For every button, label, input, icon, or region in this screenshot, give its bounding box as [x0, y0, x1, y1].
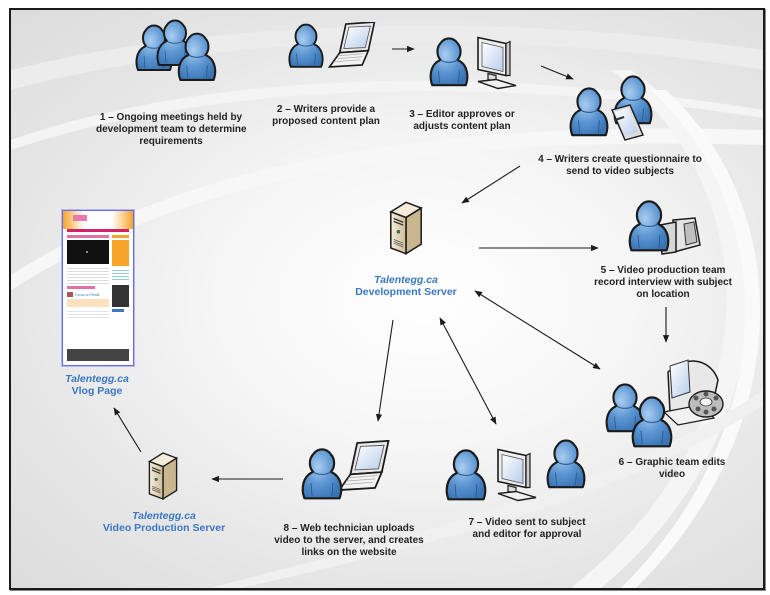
development-server-icon — [390, 201, 422, 255]
step-7-icon — [445, 439, 586, 502]
step-6-icon — [605, 359, 724, 448]
step-5-caption: 5 – Video production team record intervi… — [594, 265, 732, 300]
step-4-caption: 4 – Writers create questionnaire to send… — [538, 154, 702, 177]
arrow-video-server-to-vlog — [113, 407, 142, 453]
step-8-icon — [301, 440, 390, 500]
thumb-headline: Focus on Retail — [75, 292, 100, 297]
vlog-page-label: Talentegg.ca Vlog Page — [65, 373, 129, 397]
arrow-3-to-4 — [540, 65, 574, 80]
video-production-server-icon — [148, 452, 178, 500]
development-server-label: Talentegg.ca Development Server — [355, 274, 457, 298]
step-6-caption: 6 – Graphic team edits video — [618, 457, 726, 480]
step-1-icon — [135, 19, 217, 81]
step-1-caption: 1 – Ongoing meetings held by development… — [96, 112, 247, 147]
arrows — [113, 45, 670, 483]
step-2-icon — [288, 22, 376, 68]
arrow-4-to-dev-server — [461, 165, 521, 204]
step-3-icon — [429, 36, 517, 90]
arrow-dev-server-7-bidirectional — [439, 317, 497, 425]
step-3-caption: 3 – Editor approves or adjusts content p… — [409, 109, 515, 132]
step-2-caption: 2 – Writers provide a proposed content p… — [272, 104, 380, 127]
step-5-icon — [628, 200, 701, 255]
arrow-dev-server-6-bidirectional — [474, 290, 601, 370]
video-production-server-label: Talentegg.ca Video Production Server — [102, 510, 226, 534]
step-7-caption: 7 – Video sent to subject and editor for… — [468, 517, 586, 540]
step-4-icon — [569, 75, 653, 141]
step-8-caption: 8 – Web technician uploads video to the … — [274, 523, 424, 558]
vlog-page-thumbnail: Focus on Retail — [62, 210, 134, 366]
arrow-dev-server-to-8 — [375, 319, 394, 422]
